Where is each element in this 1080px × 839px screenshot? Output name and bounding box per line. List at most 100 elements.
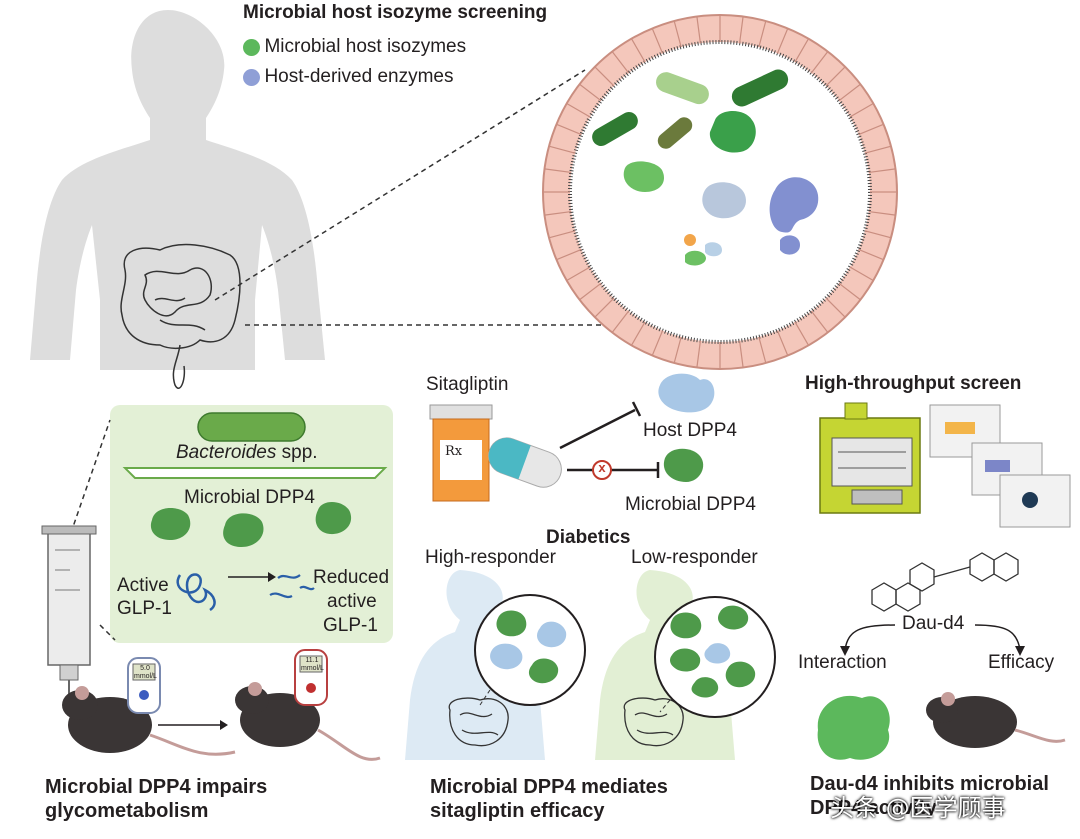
cell-divider: [794, 38, 810, 63]
caption-dau-d4-line1: Dau-d4 inhibits microbial: [810, 773, 1049, 795]
low-responder-label: Low-responder: [631, 547, 758, 568]
bacteroides-bracket: [122, 467, 388, 479]
cell-divider: [548, 145, 576, 154]
reduced-label: Reduced: [313, 567, 390, 588]
capsule: [488, 437, 562, 488]
cell-divider: [611, 51, 630, 74]
cell-divider: [651, 28, 664, 54]
microbial-dpp4-blob: [663, 448, 704, 482]
cell-divider: [858, 123, 884, 136]
hts-instrument: [819, 402, 921, 514]
cell-divider: [556, 248, 582, 261]
legend-item-host: Host-derived enzymes: [243, 66, 453, 88]
lumen-bacteria: [592, 69, 789, 149]
efficacy-arrow: [974, 624, 1021, 651]
screening-title: Microbial host isozyme screening: [243, 2, 548, 23]
cell-divider: [696, 340, 702, 368]
reduced-glp1-label: GLP-1: [323, 615, 378, 636]
efficacy-label: Efficacy: [988, 652, 1055, 673]
caption-sitagliptin-line1: Microbial DPP4 mediates: [430, 776, 668, 798]
high-responder-zoom: [474, 594, 586, 706]
cell-divider: [673, 336, 682, 364]
diabetic-intestines: [448, 697, 684, 747]
panel-enzyme-label: Microbial DPP4: [184, 487, 315, 508]
high-responder-label: High-responder: [425, 547, 556, 568]
cell-divider: [825, 297, 846, 318]
cell-divider: [579, 83, 602, 102]
block-x-label: x: [598, 460, 606, 475]
caption-glycometabolism-line2: glycometabolism: [45, 800, 209, 822]
microbial-dpp4-label: Microbial DPP4: [625, 494, 756, 515]
meter-right-value: 11.1: [305, 657, 319, 664]
zoom-line-upper: [214, 69, 586, 301]
caption-sitagliptin-line2: sitagliptin efficacy: [430, 800, 605, 822]
cell-divider: [868, 168, 896, 174]
caption-dau-d4-line2: DPP4 activity: [810, 797, 937, 819]
cell-divider: [758, 20, 767, 48]
microbial-legend-dot: [243, 38, 260, 56]
efficacy-mouse: [926, 692, 1066, 748]
hts-title: High-throughput screen: [805, 373, 1022, 394]
zoom-line-syringe-bottom: [99, 624, 116, 641]
bacteroides-label: Bacteroides spp.: [176, 442, 318, 464]
cell-divider: [611, 310, 630, 333]
high-responder-blobs: [490, 610, 567, 684]
glp1-label: GLP-1: [117, 598, 172, 619]
epithelial-cells: [543, 15, 897, 369]
syringe: [41, 525, 97, 695]
cell-divider: [868, 210, 896, 216]
cell-divider: [696, 16, 702, 44]
cell-divider: [825, 66, 846, 87]
block-marker: [592, 460, 612, 480]
bacteroides-name: Bacteroides: [176, 442, 277, 463]
human-silhouette: [30, 10, 325, 370]
cell-divider: [776, 330, 789, 356]
cell-divider: [838, 83, 861, 102]
cell-divider: [556, 123, 582, 136]
interaction-enzyme: [817, 695, 890, 760]
meter-left-unit: mmol/L: [134, 673, 157, 680]
cell-divider: [864, 145, 892, 154]
cell-divider: [566, 266, 591, 282]
legend-item-microbial: Microbial host isozymes: [243, 36, 466, 58]
caption-glycometabolism-line1: Microbial DPP4 impairs: [45, 776, 268, 798]
cell-divider: [630, 38, 646, 63]
cell-divider: [849, 266, 874, 282]
caption-sitagliptin: Microbial DPP4 mediates sitagliptin effi…: [430, 775, 668, 823]
diabetics-title: Diabetics: [546, 527, 631, 548]
interaction-label: Interaction: [798, 652, 887, 673]
cell-divider: [858, 248, 884, 261]
host-legend-dot: [243, 68, 260, 86]
cell-divider: [776, 28, 789, 54]
cell-divider: [566, 102, 591, 118]
cell-divider: [673, 20, 682, 48]
host-inhibition-line: [559, 408, 636, 450]
cell-divider: [544, 168, 572, 174]
active-glp1-squiggle: [176, 573, 216, 612]
cell-divider: [758, 336, 767, 364]
cell-divider: [864, 230, 892, 239]
sitagliptin-label: Sitagliptin: [426, 374, 509, 395]
cell-divider: [594, 66, 615, 87]
host-dpp4-blob: [658, 373, 715, 413]
meter-right-unit: mmol/L: [301, 665, 324, 672]
glucometer-right: [294, 649, 328, 706]
caption-glycometabolism: Microbial DPP4 impairs glycometabolism: [45, 775, 267, 823]
sitagliptin-bottle: [429, 404, 493, 502]
host-dpp4-label: Host DPP4: [643, 420, 737, 441]
cell-divider: [794, 321, 810, 346]
well-plates: [929, 404, 1071, 528]
cell-divider: [651, 330, 664, 356]
cell-divider: [579, 282, 602, 301]
bacteroides-rod: [197, 412, 306, 442]
cell-divider: [810, 51, 829, 74]
cell-divider: [594, 297, 615, 318]
glucometer-left: [127, 657, 161, 714]
dau-d4-structure: [871, 552, 1019, 612]
bacteroides-suffix: spp.: [276, 442, 318, 463]
active-label: Active: [117, 575, 169, 596]
legend-label-microbial: Microbial host isozymes: [264, 36, 467, 57]
reduced-glp1-squiggle: [269, 574, 315, 598]
meter-left-value: 5.0: [140, 665, 150, 672]
